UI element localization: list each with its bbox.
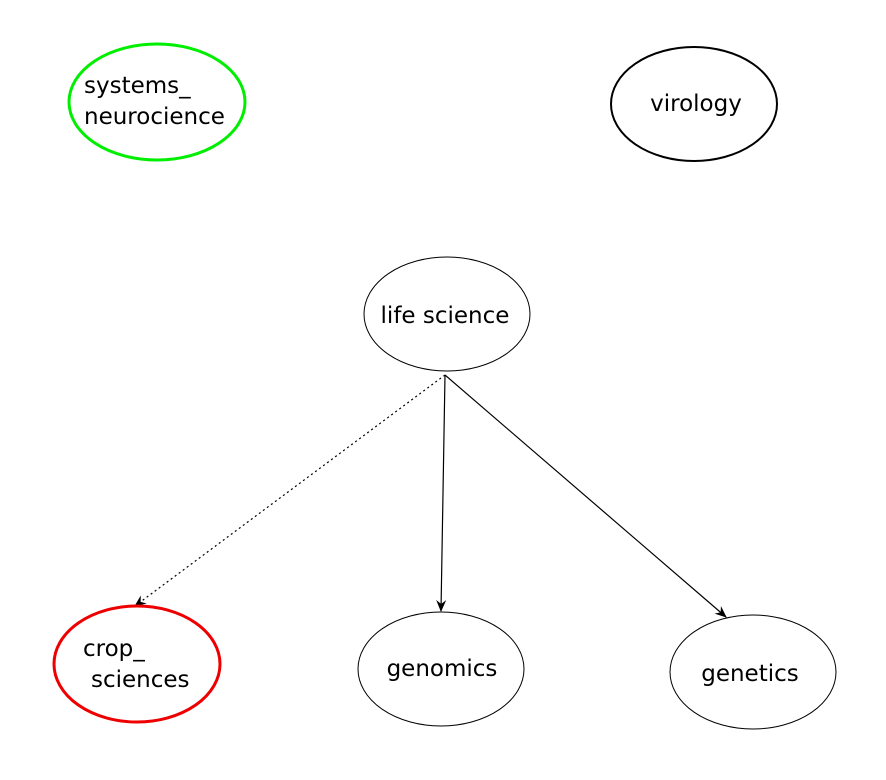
node-systems-neurocience-label-line2: neurocience — [84, 104, 225, 130]
node-crop-sciences-label-line2: sciences — [91, 667, 190, 693]
node-crop-sciences-label-line1: crop_ — [83, 636, 145, 662]
node-systems-neurocience-label-line1: systems_ — [84, 73, 191, 99]
node-genomics[interactable]: genomics — [357, 611, 525, 727]
node-virology-label: virology — [650, 91, 742, 117]
node-life-science-label: life science — [381, 303, 510, 329]
node-life-science-shape — [363, 256, 531, 372]
node-life-science[interactable]: life science — [363, 256, 531, 372]
node-genomics-label: genomics — [387, 656, 498, 682]
edge-life-science-to-genomics — [436, 374, 447, 612]
node-virology-shape — [610, 46, 778, 162]
edge-life-science-to-crop-sciences — [134, 374, 446, 607]
node-crop-sciences-shape — [52, 604, 222, 724]
node-genetics-shape — [669, 614, 837, 730]
edge-life-science-to-genetics — [444, 374, 727, 618]
node-genomics-shape — [357, 611, 525, 727]
node-systems-neurocience[interactable]: systems_ neurocience — [67, 42, 247, 162]
node-crop-sciences[interactable]: crop_ sciences — [52, 604, 222, 724]
node-genetics[interactable]: genetics — [669, 614, 837, 730]
node-virology[interactable]: virology — [610, 46, 778, 162]
node-systems-neurocience-shape — [67, 42, 247, 162]
node-genetics-label: genetics — [701, 661, 799, 687]
